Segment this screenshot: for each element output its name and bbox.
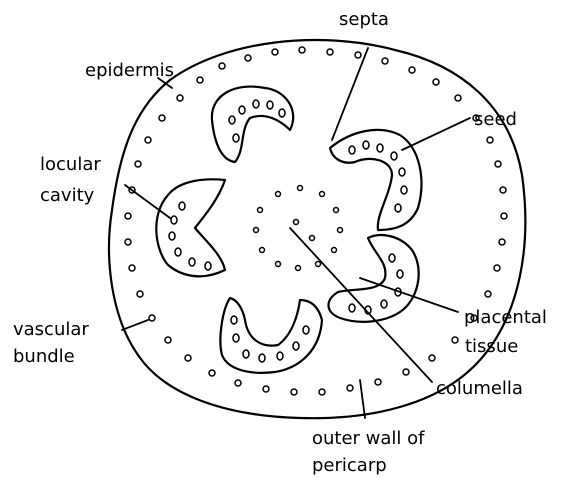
epidermis-outline — [109, 40, 525, 418]
label-tissue: tissue — [465, 336, 518, 357]
label-cavity: cavity — [40, 185, 94, 206]
outer-wall-pointer — [360, 380, 365, 418]
seeds — [169, 100, 407, 362]
locule-lower-right — [328, 235, 418, 322]
label-columella: columella — [436, 378, 523, 399]
vascular-pointer — [122, 320, 148, 330]
locule-right — [330, 130, 421, 230]
label-locular: locular — [40, 154, 101, 175]
label-epidermis: epidermis — [85, 60, 174, 81]
columella-pointer — [290, 228, 432, 382]
locules — [156, 87, 421, 373]
label-septa: septa — [339, 9, 389, 30]
columella-dots — [254, 186, 343, 271]
label-outer-wall: outer wall of — [312, 428, 425, 449]
locule-left — [156, 179, 225, 276]
label-pericarp: pericarp — [312, 455, 387, 476]
seed-pointer — [402, 118, 470, 150]
locule-bottom — [220, 298, 322, 373]
label-placental: placental — [464, 307, 547, 328]
placental-pointer — [360, 278, 458, 312]
label-seed: seed — [474, 109, 517, 130]
locule-top — [212, 87, 293, 162]
label-bundle: bundle — [13, 346, 75, 367]
septa-pointer — [332, 48, 368, 140]
label-vascular: vascular — [13, 319, 89, 340]
